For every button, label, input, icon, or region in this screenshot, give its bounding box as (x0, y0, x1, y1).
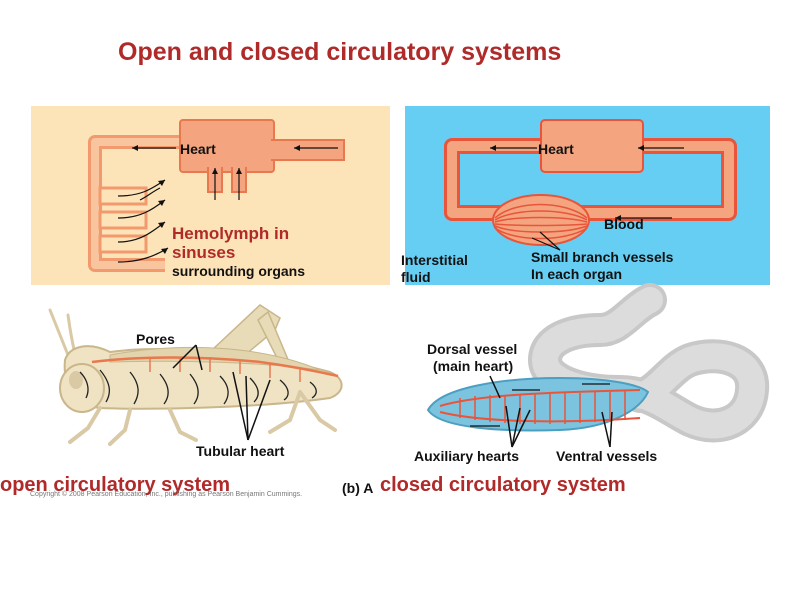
copyright-note: Copyright © 2008 Pearson Education, Inc.… (30, 491, 303, 498)
surrounding-organs-label: surrounding organs (172, 263, 305, 279)
blood-label: Blood (604, 216, 644, 232)
slide-title: Open and closed circulatory systems (118, 38, 562, 66)
dorsal-vessel-label-line2: (main heart) (433, 358, 514, 374)
interstitial-fluid-label: Interstitial (401, 252, 468, 268)
auxiliary-hearts-label: Auxiliary hearts (414, 448, 520, 464)
hemolymph-label-line2: sinuses (172, 243, 236, 262)
pores-label: Pores (136, 331, 175, 347)
closed-heart-label: Heart (538, 141, 574, 157)
small-branch-vessels-label: Small branch vessels (531, 249, 674, 265)
closed-system-caption: closed circulatory system (380, 474, 626, 496)
ventral-vessels-label: Ventral vessels (556, 448, 658, 464)
open-heart-label: Heart (180, 141, 216, 157)
dorsal-vessel-label: Dorsal vessel (427, 341, 518, 357)
hemolymph-label: Hemolymph in (172, 224, 290, 243)
open-system-caption: open circulatory system (0, 474, 231, 496)
interstitial-fluid-label-line2: fluid (401, 269, 431, 285)
small-branch-vessels-label-line2: In each organ (531, 266, 623, 282)
tubular-heart-label: Tubular heart (196, 443, 285, 459)
closed-caption-prefix: (b) A (342, 480, 374, 496)
